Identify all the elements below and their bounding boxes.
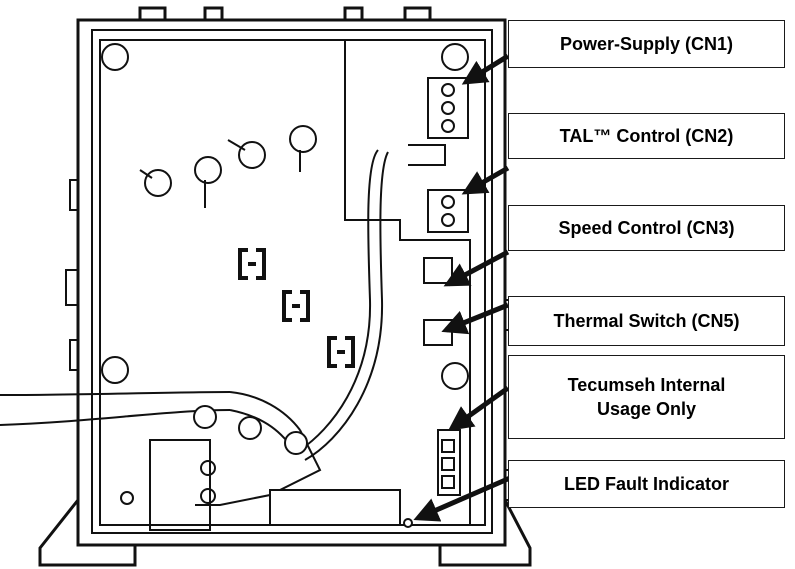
corner-screws <box>101 43 469 390</box>
arrow-cn3 <box>443 249 510 287</box>
callout-cn3-label: Speed Control (CN3) <box>558 218 735 238</box>
callout-cn1-label: Power-Supply (CN1) <box>559 34 733 54</box>
arrow-cn5 <box>441 302 509 335</box>
enclosure-inner-walls <box>65 29 513 534</box>
arrow-internal <box>447 385 510 431</box>
callout-internal-line1: Tecumseh Internal <box>567 375 726 395</box>
callout-power-supply-cn1: Power-Supply (CN1) <box>508 20 785 68</box>
arrow-cn2 <box>461 165 510 195</box>
callout-tal-control-cn2: TAL™ Control (CN2) <box>508 113 785 159</box>
callout-cn5-label: Thermal Switch (CN5) <box>553 311 740 331</box>
lower-mounts <box>120 405 401 531</box>
arrow-cn1 <box>461 53 510 85</box>
callout-internal-usage: Tecumseh Internal Usage Only <box>508 355 785 439</box>
connectors <box>403 77 469 528</box>
callout-thermal-switch-cn5: Thermal Switch (CN5) <box>508 296 785 346</box>
callout-internal-line2: Usage Only <box>596 399 697 419</box>
callout-cn2-label: TAL™ Control (CN2) <box>559 126 734 146</box>
callout-led-label: LED Fault Indicator <box>563 474 729 494</box>
mounting-posts <box>139 125 317 208</box>
callout-speed-control-cn3: Speed Control (CN3) <box>508 205 785 251</box>
board-markings <box>238 248 355 368</box>
leader-arrows <box>413 53 511 522</box>
arrow-led <box>413 475 511 522</box>
callout-led-fault-indicator: LED Fault Indicator <box>508 460 785 508</box>
